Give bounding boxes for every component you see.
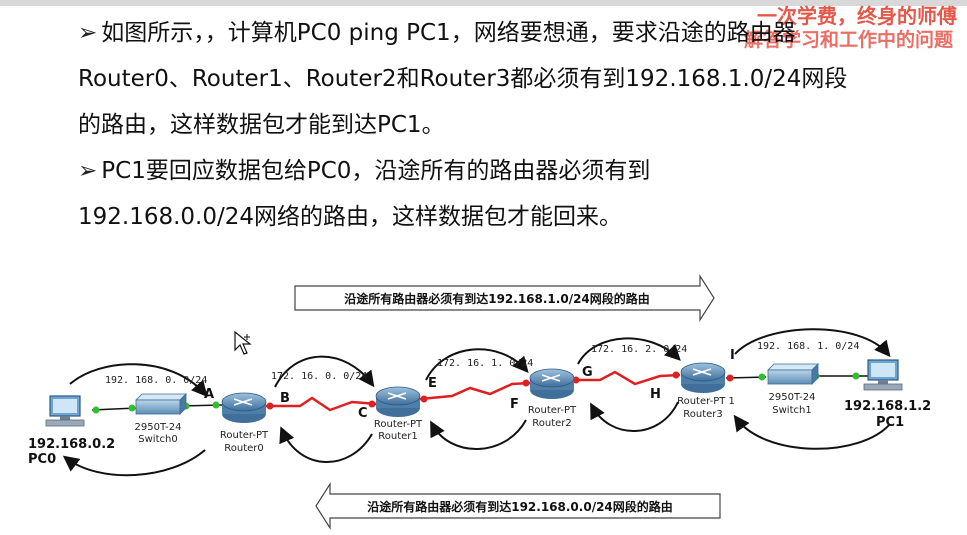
top-arrow-label: 沿途所有路由器必须有到达192.168.1.0/24网段的路由 — [343, 291, 650, 306]
router3-model: Router-PT 1 — [677, 396, 735, 407]
switch1-icon[interactable] — [767, 363, 819, 385]
paragraph-1-line-3: 的路由，这样数据包才能到达PC1。 — [78, 112, 445, 138]
pc1-icon[interactable] — [863, 359, 903, 391]
network-label-3: 172. 16. 1. 0/24 — [437, 358, 533, 369]
router2-model: Router-PT — [528, 405, 577, 416]
top-border — [0, 0, 967, 6]
pc1-ip: 192.168.1.2 — [844, 399, 931, 414]
router1-icon[interactable] — [375, 386, 421, 417]
paragraph-1-line-2: Router0、Router1、Router2和Router3都必须有到192.… — [78, 66, 848, 92]
switch1-model: 2950T-24 — [769, 392, 816, 403]
paragraph-1-line-1: 如图所示，，计算机PC0 ping PC1，网络要想通，要求沿途的路由器 — [101, 20, 796, 46]
router3-name: Router3 — [683, 409, 723, 420]
interface-h: H — [650, 387, 661, 402]
watermark: 一次学费，终身的师傅 解答学习和工作中的问题 — [744, 4, 957, 52]
network-diagram: 沿途所有路由器必须有到达192.168.1.0/24网段的路由 沿途所有路由器必… — [28, 273, 931, 531]
network-label-2: 172. 16. 0. 0/24 — [271, 371, 367, 382]
paragraph-2-line-2: 192.168.0.0/24网络的路由，这样数据包才能回来。 — [78, 204, 623, 230]
router0-name: Router0 — [224, 443, 264, 454]
forward-curves — [69, 328, 891, 398]
links — [91, 370, 868, 414]
watermark-line-2: 解答学习和工作中的问题 — [743, 29, 953, 51]
interface-e: E — [428, 376, 437, 391]
router0-model: Router-PT — [220, 430, 269, 441]
router1-name: Router1 — [378, 431, 418, 442]
pc0-ip: 192.168.0.2 — [28, 437, 115, 452]
bullet-arrow-icon: ➢ — [78, 158, 98, 184]
pc0-name: PC0 — [28, 452, 56, 467]
move-cursor-icon — [234, 330, 252, 355]
paragraph-1: ➢如图所示，，计算机PC0 ping PC1，网络要想通，要求沿途的路由器 Ro… — [78, 10, 938, 148]
bullet-arrow-icon: ➢ — [78, 20, 98, 46]
switch1-name: Switch1 — [772, 405, 811, 416]
paragraph-2: ➢PC1要回应数据包给PC0，沿途所有的路由器必须有到 192.168.0.0/… — [78, 148, 938, 240]
top-arrow: 沿途所有路由器必须有到达192.168.1.0/24网段的路由 — [294, 273, 715, 323]
network-label-5: 192. 168. 1. 0/24 — [757, 341, 859, 352]
router1-model: Router-PT — [374, 419, 423, 430]
interface-b: B — [280, 391, 290, 406]
router2-icon[interactable] — [529, 368, 575, 399]
switch0-icon[interactable] — [135, 393, 187, 415]
bottom-arrow-label: 沿途所有路由器必须有到达192.168.0.0/24网段的路由 — [366, 499, 673, 514]
switch0-name: Switch0 — [138, 434, 177, 445]
network-label-4: 172. 16. 2. 0/24 — [591, 344, 687, 355]
network-label-1: 192. 168. 0. 0/24 — [105, 375, 207, 386]
pc0-icon[interactable] — [45, 395, 85, 427]
interface-g: G — [582, 365, 593, 380]
pc1-name: PC1 — [876, 415, 904, 430]
text-block: ➢如图所示，，计算机PC0 ping PC1，网络要想通，要求沿途的路由器 Ro… — [78, 10, 938, 240]
router3-icon[interactable] — [680, 362, 726, 393]
interface-f: F — [510, 397, 519, 412]
bottom-arrow: 沿途所有路由器必须有到达192.168.0.0/24网段的路由 — [315, 481, 721, 531]
router0-icon[interactable] — [221, 392, 267, 423]
interface-c: C — [358, 406, 368, 421]
switch0-model: 2950T-24 — [135, 422, 182, 433]
interface-a: A — [204, 387, 214, 402]
router2-name: Router2 — [532, 418, 572, 429]
paragraph-2-line-1: PC1要回应数据包给PC0，沿途所有的路由器必须有到 — [101, 158, 651, 184]
return-curves — [62, 401, 891, 477]
watermark-line-1: 一次学费，终身的师傅 — [757, 4, 957, 28]
interface-i: I — [730, 348, 735, 363]
